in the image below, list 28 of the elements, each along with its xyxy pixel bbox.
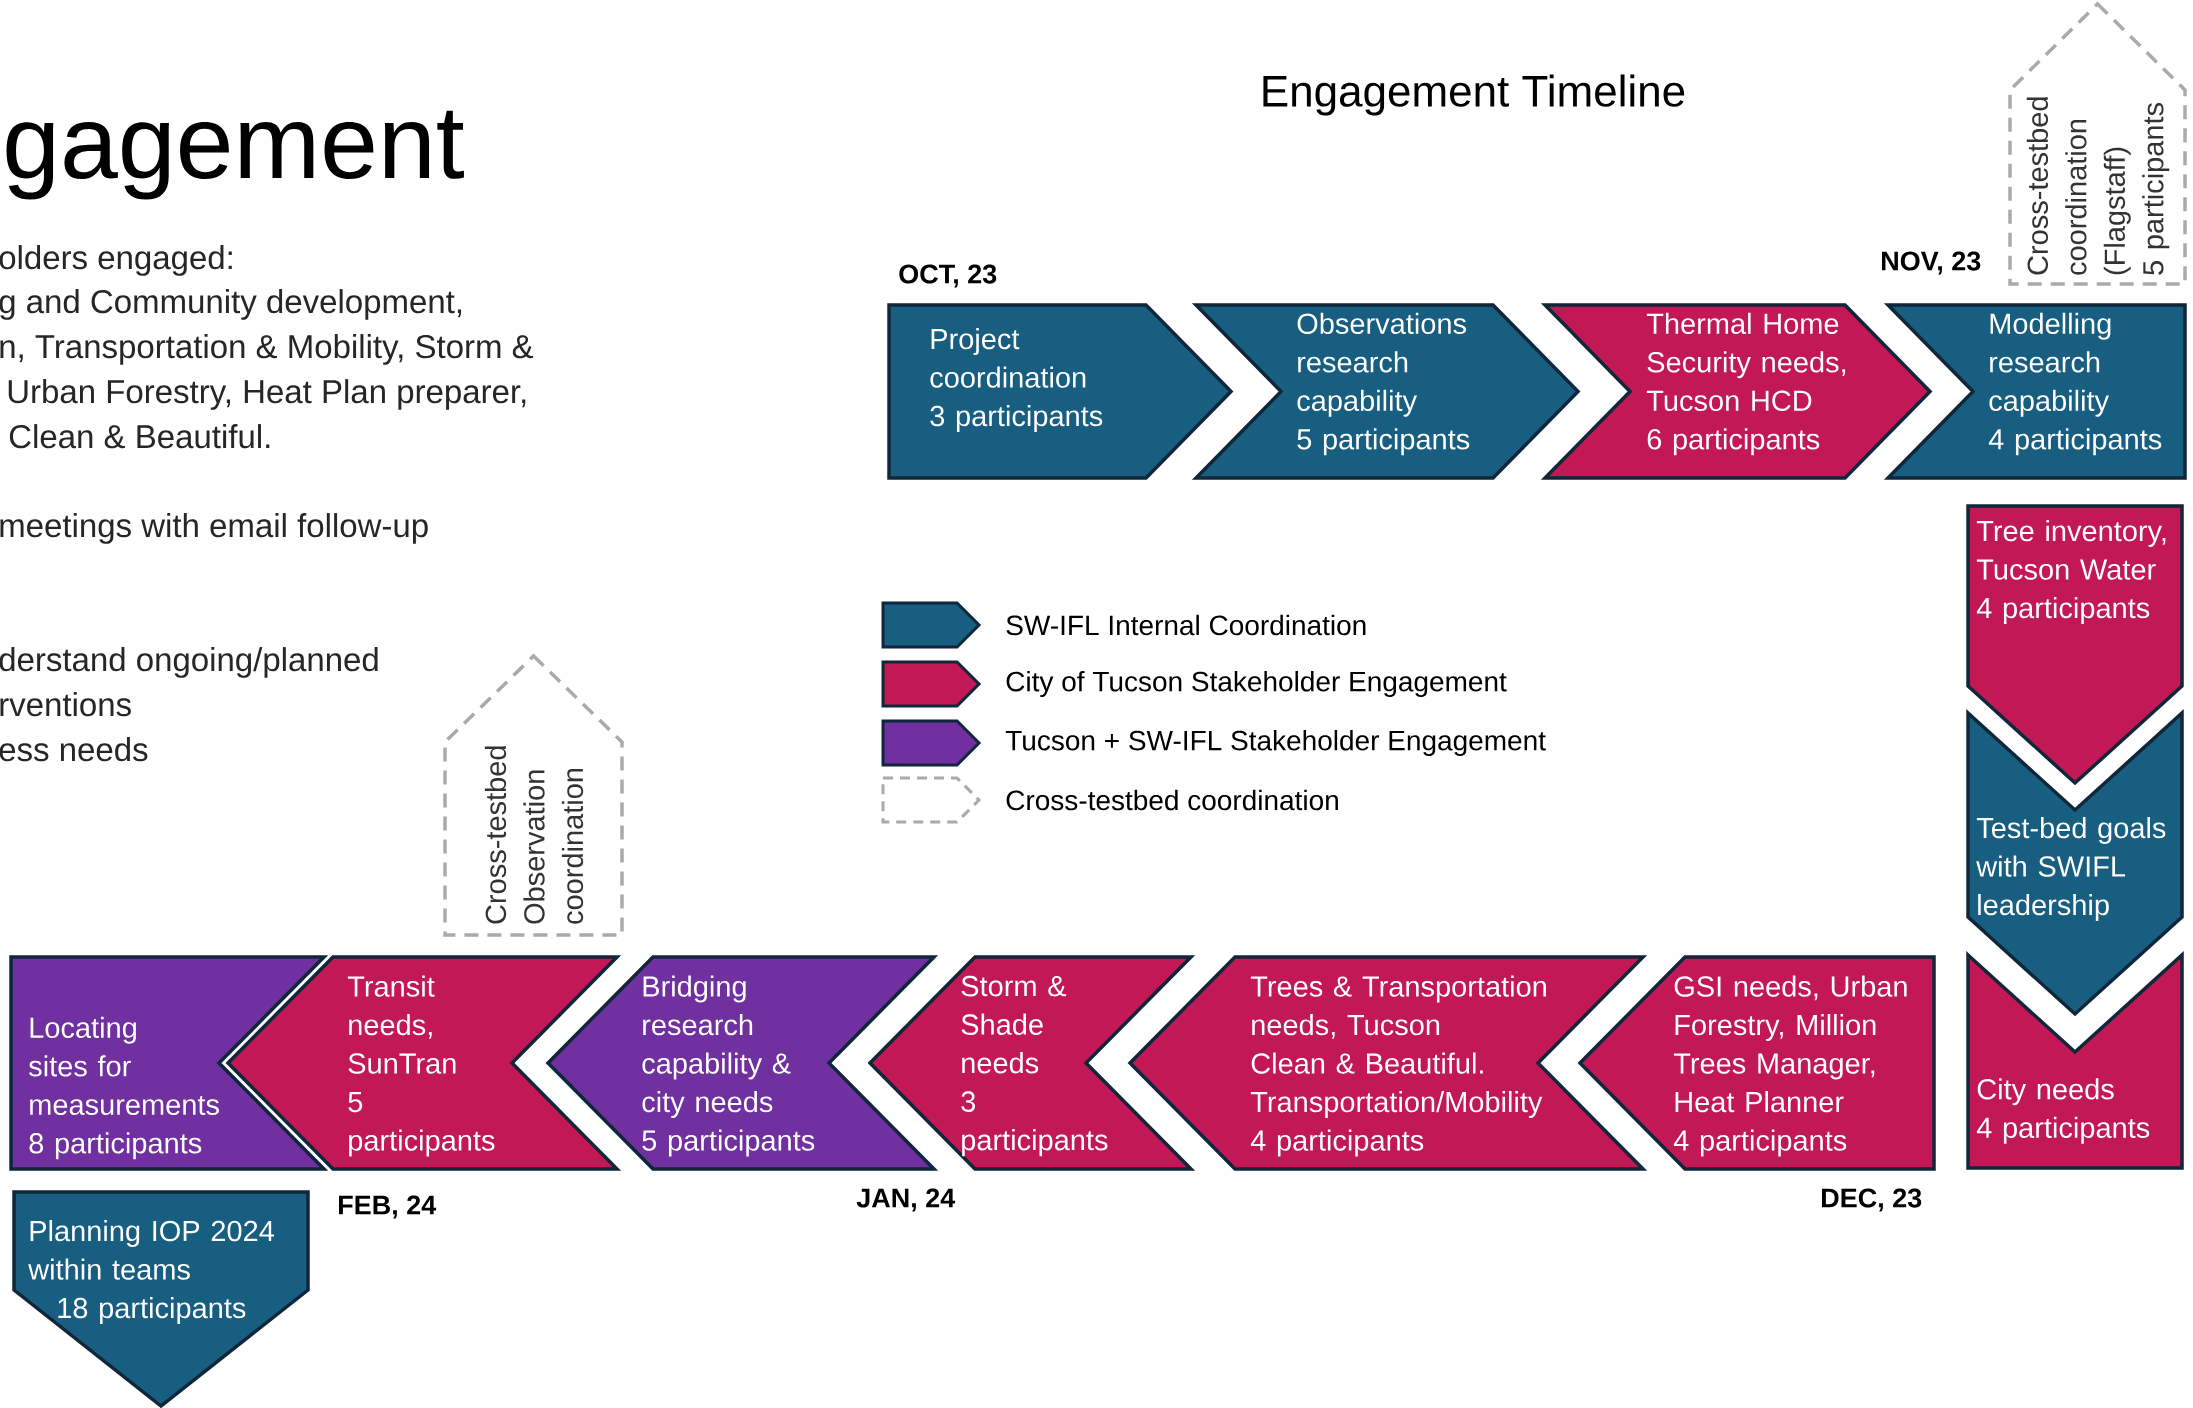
date-label: JAN, 24 bbox=[856, 1188, 956, 1212]
step-box: Observations research capability 5 participants bbox=[1191, 303, 1581, 480]
body-text: Urban Forestry, Heat Plan preparer, bbox=[8, 379, 526, 410]
legend-text: Tucson + SW-IFL Stakeholder Engagement bbox=[1005, 729, 1546, 757]
step-box: Thermal Home Security needs, Tucson HCD 6 participants bbox=[1540, 303, 1933, 480]
date-label: NOV, 23 bbox=[1882, 251, 1981, 275]
step-box: Modelling research capability 4 participants bbox=[1883, 303, 2187, 480]
step-box: City needs 4 participants bbox=[1966, 951, 2184, 1170]
body-text: ess needs bbox=[0, 737, 148, 762]
step-box: Planning IOP 2024 within teams 18 participants bbox=[12, 1190, 310, 1408]
legend-text: SW-IFL Internal Coordination bbox=[1006, 614, 1366, 636]
step-box: Project coordination 3 participants bbox=[887, 303, 1234, 480]
body-text: n, Transportation & Mobility, Storm & bbox=[0, 334, 534, 365]
date-label: FEB, 24 bbox=[339, 1195, 437, 1219]
legend-text: Cross-testbed coordination bbox=[1006, 789, 1338, 811]
step-box: Tree inventory, Tucson Water 4 participants bbox=[1966, 504, 2184, 786]
date-label: DEC, 23 bbox=[1822, 1188, 1922, 1212]
body-text: rventions bbox=[0, 692, 131, 717]
body-text: meetings with email follow-up bbox=[0, 513, 428, 544]
body-text: Clean & Beautiful. bbox=[9, 424, 270, 449]
title: Engagement Timeline bbox=[1263, 74, 1685, 116]
step-box: Test-bed goals with SWIFL leadership bbox=[1966, 709, 2184, 1017]
legend-text: City of Tucson Stakeholder Engagement bbox=[1006, 670, 1507, 698]
step-box: Locating sites for measurements 8 participants bbox=[9, 955, 329, 1171]
body-text: derstand ongoing/planned bbox=[0, 647, 378, 678]
heading: gagement bbox=[6, 110, 464, 200]
body-text: g and Community development, bbox=[0, 289, 462, 320]
body-text: olders engaged: bbox=[0, 245, 232, 276]
